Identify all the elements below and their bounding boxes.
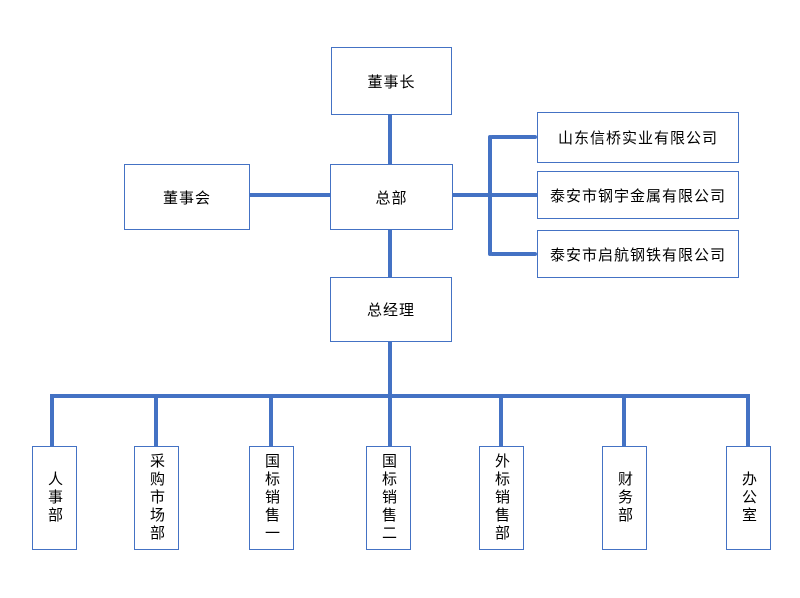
node-chairman: 董事长	[331, 47, 452, 115]
node-subsidiary-2-label: 泰安市钢宇金属有限公司	[549, 187, 726, 205]
node-dept-gb-sales-2: 国标销售二	[366, 446, 411, 550]
node-dept-hr-label: 人事部	[46, 471, 63, 525]
connector-drop-procurement-market	[154, 394, 158, 446]
node-headquarters: 总部	[330, 164, 453, 230]
node-dept-external-sales-label: 外标销售部	[493, 453, 510, 543]
node-dept-external-sales: 外标销售部	[479, 446, 524, 550]
connector-hq-subsidiaries	[453, 193, 537, 197]
node-dept-office: 办公室	[726, 446, 771, 550]
node-subsidiary-1: 山东信桥实业有限公司	[537, 112, 739, 163]
connector-chairman-hq	[388, 115, 392, 164]
connector-drop-external-sales	[499, 394, 503, 446]
node-dept-procurement-market: 采购市场部	[134, 446, 179, 550]
node-subsidiary-2: 泰安市钢宇金属有限公司	[537, 171, 739, 219]
connector-drop-office	[746, 394, 750, 446]
connector-drop-gb-sales-1	[269, 394, 273, 446]
connector-board-hq	[250, 193, 330, 197]
node-chairman-label: 董事长	[367, 73, 416, 91]
node-dept-gb-sales-2-label: 国标销售二	[380, 453, 397, 543]
node-dept-finance-label: 财务部	[616, 471, 633, 525]
node-dept-procurement-market-label: 采购市场部	[148, 453, 165, 543]
connector-subsidiary-1-stub	[490, 135, 537, 139]
node-dept-hr: 人事部	[32, 446, 77, 550]
connector-subsidiary-bracket	[488, 135, 492, 256]
connector-subsidiary-3-stub	[490, 252, 537, 256]
node-dept-gb-sales-1: 国标销售一	[249, 446, 294, 550]
connector-drop-finance	[622, 394, 626, 446]
node-board: 董事会	[124, 164, 250, 230]
node-board-label: 董事会	[162, 189, 211, 207]
node-subsidiary-3-label: 泰安市启航钢铁有限公司	[549, 246, 726, 264]
connector-drop-hr	[50, 394, 54, 446]
node-dept-finance: 财务部	[602, 446, 647, 550]
node-subsidiary-1-label: 山东信桥实业有限公司	[557, 130, 718, 147]
connector-hq-gm	[388, 230, 392, 277]
node-general-manager: 总经理	[330, 277, 452, 342]
node-headquarters-label: 总部	[375, 189, 408, 207]
node-subsidiary-3: 泰安市启航钢铁有限公司	[537, 230, 739, 278]
connector-departments-rail	[50, 394, 750, 398]
connector-gm-trunk	[388, 342, 392, 398]
node-dept-gb-sales-1-label: 国标销售一	[263, 453, 280, 543]
connector-drop-gb-sales-2	[388, 394, 392, 446]
node-general-manager-label: 总经理	[366, 302, 415, 319]
node-dept-office-label: 办公室	[740, 471, 757, 525]
